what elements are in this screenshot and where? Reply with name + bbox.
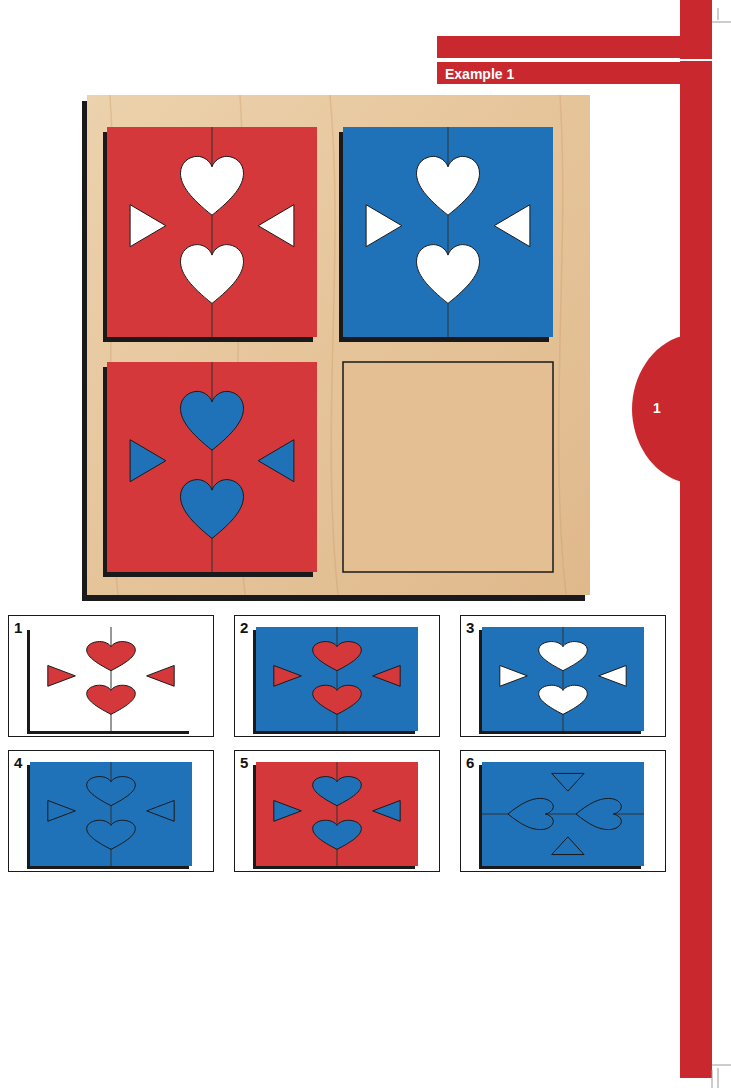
option-number: 2 — [240, 620, 248, 637]
option-number: 5 — [240, 755, 248, 772]
option-box: 5 — [234, 750, 440, 872]
tile-red-white — [103, 127, 317, 342]
option-number: 6 — [466, 755, 474, 772]
option-tile — [253, 762, 418, 869]
crop-marks — [712, 8, 731, 1088]
tab-shape — [632, 336, 682, 482]
tab-number: 1 — [653, 401, 661, 416]
option-tile — [253, 627, 418, 734]
option-box: 1 — [8, 615, 214, 737]
option-box: 4 — [8, 750, 214, 872]
wood-board — [87, 95, 590, 595]
option-box: 2 — [234, 615, 440, 737]
option-tile — [479, 762, 644, 869]
example-heading: Example 1 — [445, 67, 514, 82]
option-number: 4 — [14, 755, 22, 772]
empty-slot — [343, 362, 553, 572]
option-tile — [27, 762, 192, 869]
option-number: 3 — [466, 620, 474, 637]
tile-red-blue — [103, 362, 317, 577]
option-box: 6 — [460, 750, 666, 872]
option-box: 3 — [460, 615, 666, 737]
header-bar — [437, 36, 712, 58]
section-tab: 1 — [632, 336, 682, 482]
side-bar — [680, 0, 712, 1078]
option-number: 1 — [14, 620, 22, 637]
tile-blue-white — [339, 127, 553, 342]
header-band: Example 1 — [437, 62, 680, 84]
option-tile — [27, 627, 192, 734]
header-rule — [437, 59, 712, 61]
option-tile — [479, 627, 644, 734]
